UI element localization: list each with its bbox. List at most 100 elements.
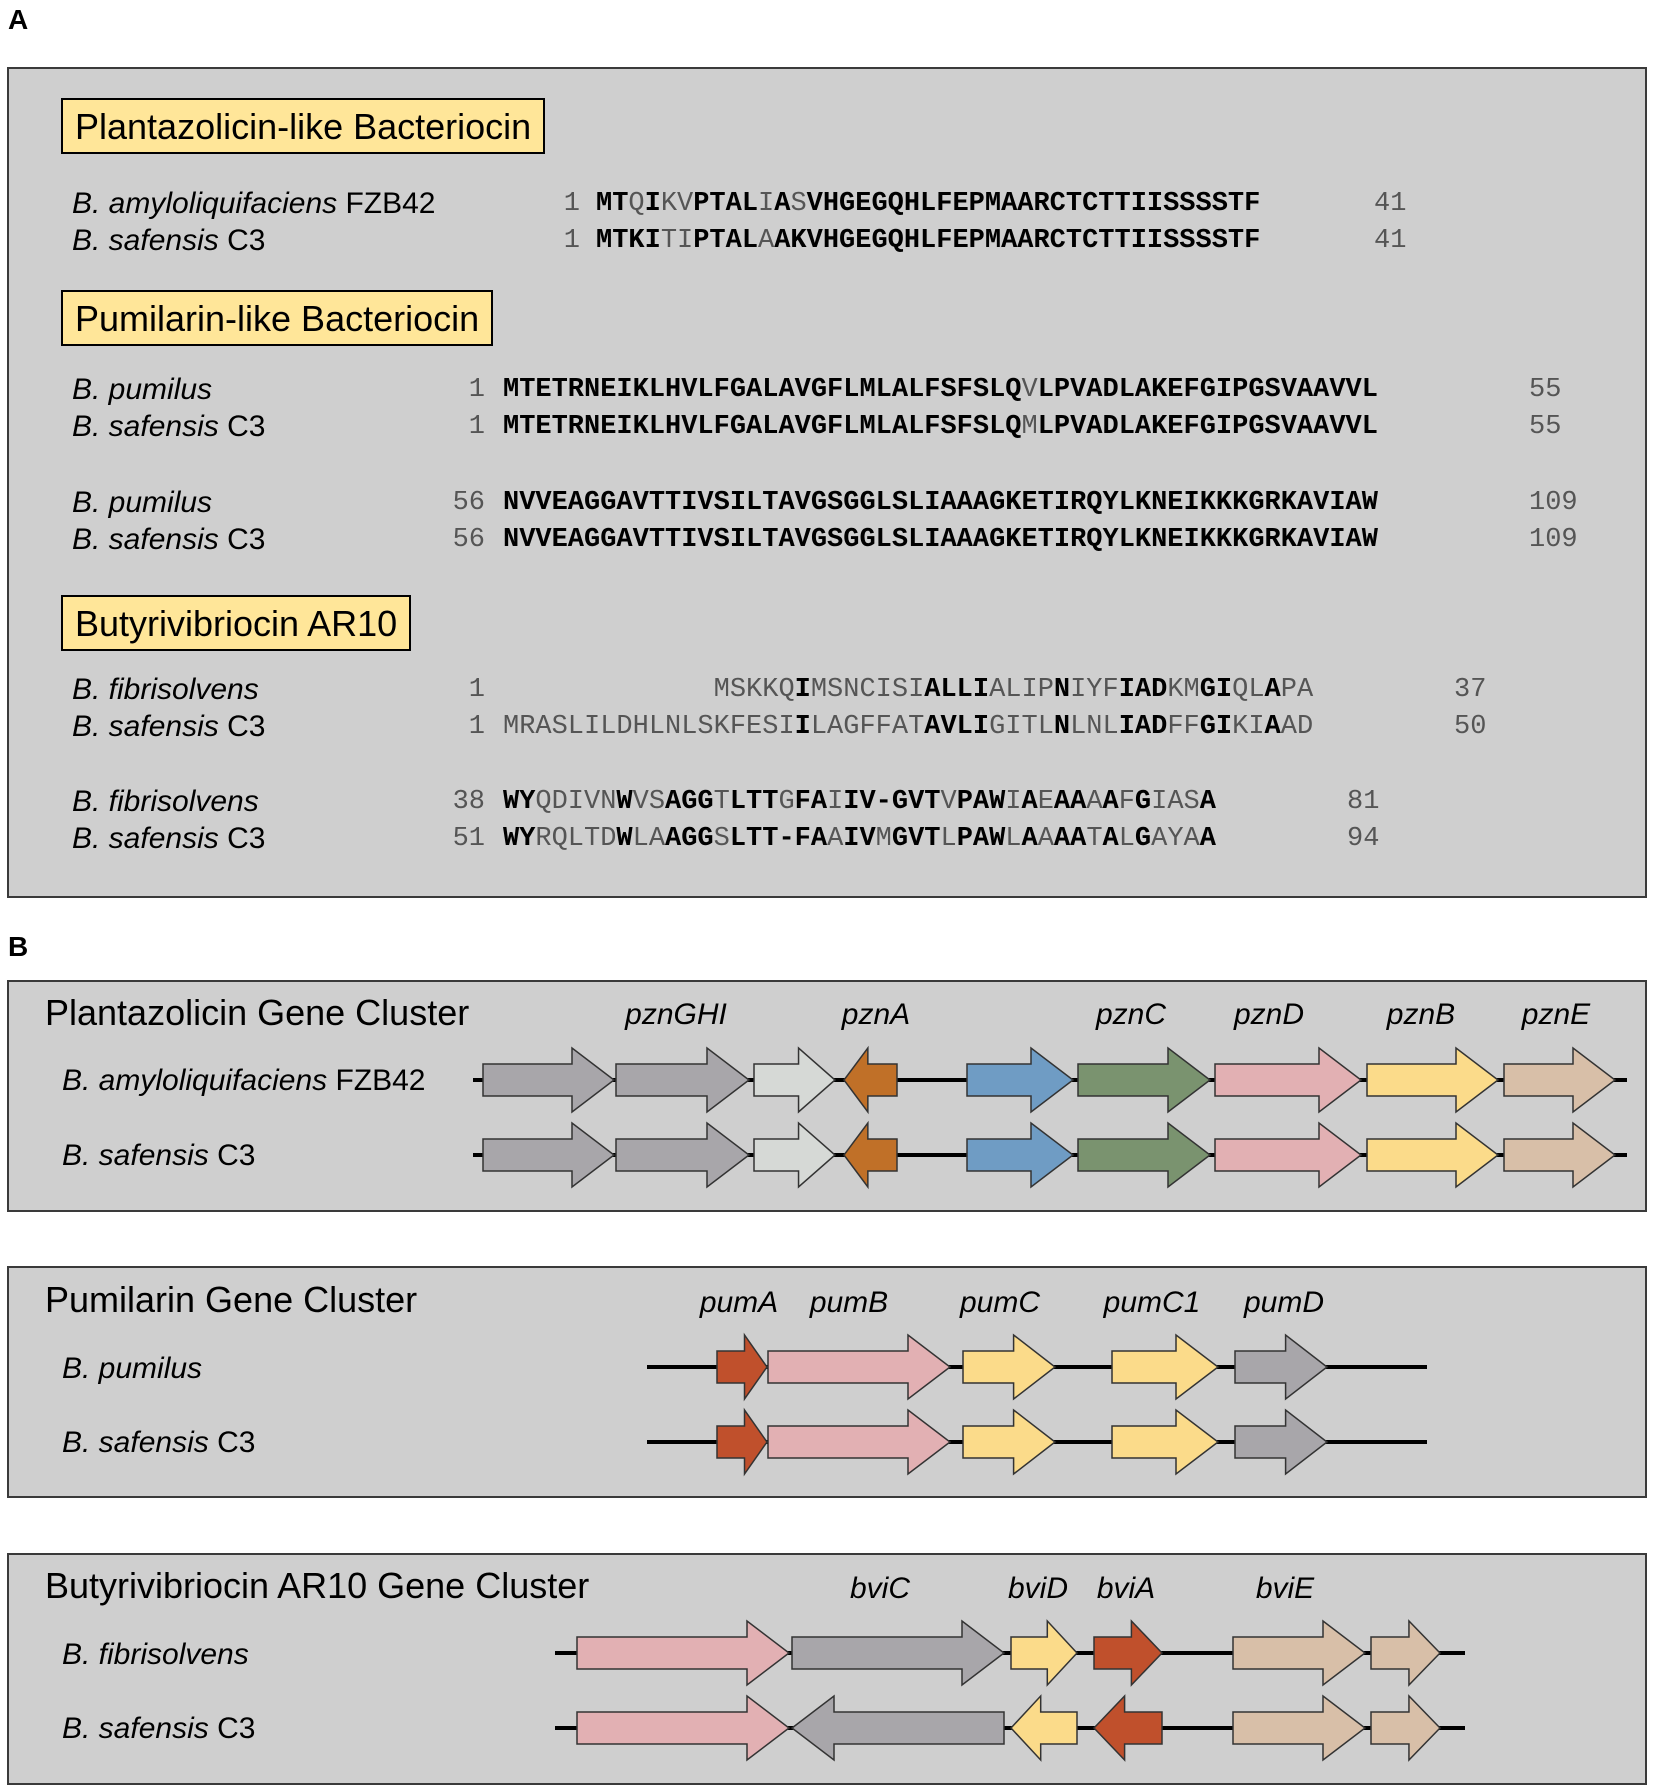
conserved-residues: FA — [794, 787, 828, 817]
variable-residues: AD — [1280, 712, 1314, 742]
gene-arrow — [1111, 1333, 1220, 1401]
conserved-residues: A — [1264, 675, 1281, 705]
gene-arrow — [615, 1121, 751, 1189]
gene-arrow — [966, 1121, 1075, 1189]
species-label: B. fibrisolvens — [62, 1638, 249, 1671]
sequence-row: WYQDIVNWVSAGGTLTTGFAIIV-GVTVPAWIAEAAAAFG… — [503, 784, 1216, 820]
variable-residues: IAS — [1151, 787, 1200, 817]
sequence-row: MRASLILDHLNLSKFESIILAGFFATAVLIGITLNLNLIA… — [503, 709, 1313, 745]
gene-arrow — [1010, 1619, 1079, 1687]
gene-label-pznGHI: pznGHI — [625, 998, 727, 1031]
conserved-residues: WY — [503, 824, 536, 854]
species-label: B. safensis C3 — [72, 410, 266, 443]
variable-residues: A — [827, 824, 844, 854]
conserved-residues: AVLI — [924, 712, 990, 742]
gene-label-pznA: pznA — [841, 998, 911, 1031]
variable-residues: QL — [1232, 675, 1265, 705]
gene-label-bviD: bviD — [1007, 1572, 1069, 1605]
sequence-row: NVVEAGGAVTTIVSILTAVGSGGLSLIAAAGKETIRQYLK… — [503, 522, 1378, 558]
conserved-residues: GI — [1199, 712, 1233, 742]
variable-residues: I — [758, 189, 775, 219]
variable-residues: FF — [1167, 712, 1200, 742]
gene-arrow — [767, 1408, 952, 1476]
seq-end-number: 109 — [1529, 525, 1578, 555]
conserved-residues: LTT-FA — [729, 824, 828, 854]
sequence-row: MSKKQIMSNCISIALLIALIPNIYFIADKMGIQLAPA — [503, 672, 1314, 708]
variable-residues: MSNCISI — [810, 675, 925, 705]
seq-start-number: 1 — [468, 712, 485, 742]
gene-arrow — [1503, 1121, 1617, 1189]
species-label: B. amyloliquifaciens FZB42 — [62, 1064, 426, 1097]
variable-residues: M — [1021, 412, 1038, 442]
conserved-residues: N — [1053, 712, 1071, 742]
seq-start-number: 1 — [468, 412, 485, 442]
conserved-residues: W — [616, 787, 633, 817]
gene-arrow — [1077, 1121, 1212, 1189]
variable-residues: MRASLILDHLNLSKFESI — [503, 712, 795, 742]
gene-arrow — [790, 1694, 1005, 1762]
conserved-residues: NVVEAGGAVTTIVSILTAVGSGGLSLIAAAGKETIRQYLK… — [503, 525, 1378, 555]
conserved-residues: LPVADLAKEFGIPGSVAAVVL — [1037, 412, 1378, 442]
gene-label-pumC1: pumC1 — [1103, 1286, 1201, 1319]
gene-arrow — [482, 1121, 616, 1189]
sequence-row: MTETRNEIKLHVLFGALAVGFLMLALFSFSLQVLPVADLA… — [503, 372, 1378, 408]
gene-arrow — [791, 1619, 1006, 1687]
conserved-residues: IV — [843, 824, 876, 854]
conserved-residues: WY — [503, 787, 536, 817]
seq-end-number: 37 — [1454, 675, 1487, 705]
seq-end-number: 109 — [1529, 488, 1578, 518]
conserved-residues: W — [616, 824, 633, 854]
conserved-residues: I — [644, 226, 661, 256]
gene-arrow — [1370, 1694, 1442, 1762]
gene-arrow — [1370, 1619, 1442, 1687]
section-title-butyrivibriocin: Butyrivibriocin AR10 — [61, 595, 412, 651]
conserved-residues: A — [1199, 787, 1216, 817]
variable-residues: LNL — [1070, 712, 1119, 742]
gene-arrow — [576, 1694, 791, 1762]
conserved-residues: NVVEAGGAVTTIVSILTAVGSGGLSLIAAAGKETIRQYLK… — [503, 488, 1378, 518]
gene-arrow — [843, 1045, 898, 1115]
conserved-residues: IV-GVT — [843, 787, 941, 817]
species-label: B. pumilus — [72, 486, 213, 519]
conserved-residues: LTT — [729, 787, 779, 817]
conserved-residues: AGG — [665, 824, 714, 854]
variable-residues: KV — [660, 189, 694, 219]
variable-residues: L — [1118, 824, 1135, 854]
conserved-residues: AA — [1053, 824, 1087, 854]
gene-arrow — [1214, 1046, 1363, 1114]
gene-label-pznD: pznD — [1233, 998, 1305, 1031]
species-label: B. safensis C3 — [72, 822, 266, 855]
gene-arrow — [1111, 1408, 1220, 1476]
gene-arrow — [843, 1120, 898, 1190]
conserved-residues: A — [1199, 824, 1216, 854]
section-title-pumilarin: Pumilarin-like Bacteriocin — [61, 290, 494, 346]
variable-residues: QDIVN — [535, 787, 617, 817]
species-label: B. fibrisolvens — [72, 673, 259, 706]
gene-arrow — [1234, 1333, 1329, 1401]
species-label: B. pumilus — [62, 1352, 203, 1385]
cluster-title: Butyrivibriocin AR10 Gene Cluster — [45, 1565, 590, 1606]
conserved-residues: IAD — [1118, 675, 1168, 705]
sequence-row: MTQIKVPTALIASVHGEGQHLFEPMAARCTCTTIISSSST… — [596, 186, 1260, 222]
variable-residues: AYA — [1151, 824, 1200, 854]
gene-arrow — [962, 1333, 1057, 1401]
panel-a-box — [7, 67, 1647, 898]
variable-residues: A — [1086, 787, 1103, 817]
variable-residues: Q — [628, 189, 645, 219]
gene-arrow — [716, 1332, 768, 1402]
variable-residues: LAGFFAT — [810, 712, 925, 742]
seq-end-number: 55 — [1529, 412, 1562, 442]
variable-residues: KM — [1167, 675, 1200, 705]
variable-residues: M — [875, 824, 892, 854]
variable-residues: V — [1021, 375, 1038, 405]
cluster-title: Plantazolicin Gene Cluster — [45, 992, 470, 1033]
variable-residues: GITL — [989, 712, 1054, 742]
variable-residues: I — [1005, 787, 1022, 817]
conserved-residues: PAW — [956, 824, 1006, 854]
gene-label-pumC: pumC — [959, 1286, 1041, 1319]
seq-end-number: 94 — [1347, 824, 1380, 854]
variable-residues: S — [790, 189, 807, 219]
gene-arrow — [1077, 1046, 1212, 1114]
